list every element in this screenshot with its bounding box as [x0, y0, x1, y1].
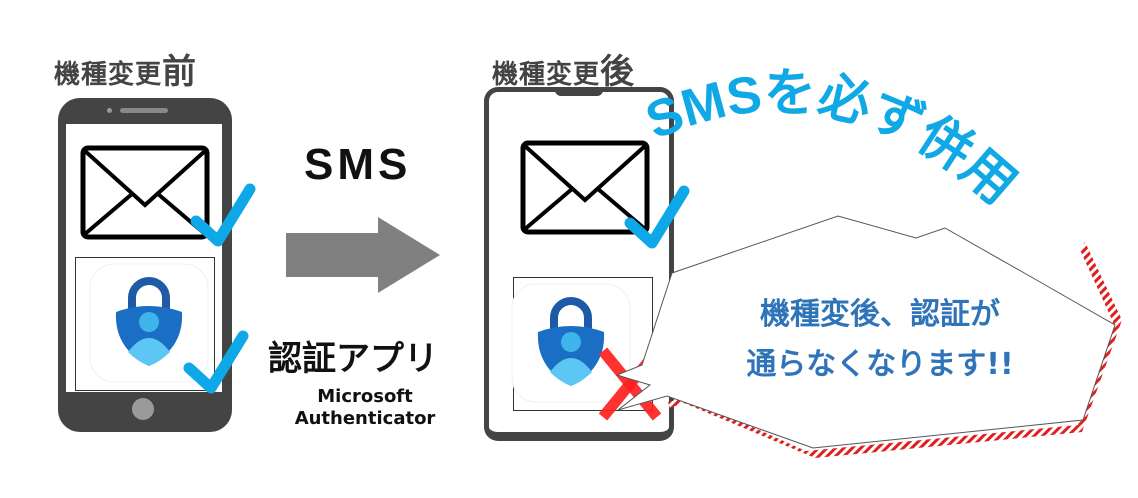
right-arrow-icon — [286, 217, 440, 293]
checkmark-icon — [624, 185, 690, 249]
after-title-main: 機種変更 — [492, 60, 601, 90]
auth-app-label: 認証アプリ — [268, 339, 438, 379]
before-title: 機種変更前 — [54, 44, 197, 93]
warning-line2: 通らなくなります!! — [746, 347, 1014, 382]
authenticator-lock-icon — [89, 263, 209, 383]
envelope-icon — [80, 145, 210, 240]
after-title: 機種変更後 — [492, 44, 635, 93]
speaker-slot — [120, 108, 168, 113]
warning-message: 機種変後、認証が 通らなくなります!! — [690, 290, 1070, 390]
before-title-main: 機種変更 — [54, 60, 163, 90]
authenticator-lock-icon — [511, 283, 631, 403]
after-title-emph: 後 — [600, 52, 636, 92]
app-name: Microsoft Authenticator — [272, 386, 458, 430]
checkmark-icon — [190, 183, 256, 247]
warning-line1: 機種変後、認証が — [760, 297, 1000, 332]
before-title-emph: 前 — [162, 52, 198, 92]
checkmark-icon — [183, 330, 249, 394]
app-name-line2: Authenticator — [294, 408, 436, 429]
notch — [555, 90, 603, 96]
sms-label: SMS — [304, 140, 412, 189]
camera-dot — [107, 108, 112, 113]
sms-required-text: SMSを必ず併用 — [638, 64, 1027, 216]
home-button — [132, 398, 154, 420]
app-name-line1: Microsoft — [317, 386, 413, 407]
envelope-icon — [520, 140, 650, 235]
